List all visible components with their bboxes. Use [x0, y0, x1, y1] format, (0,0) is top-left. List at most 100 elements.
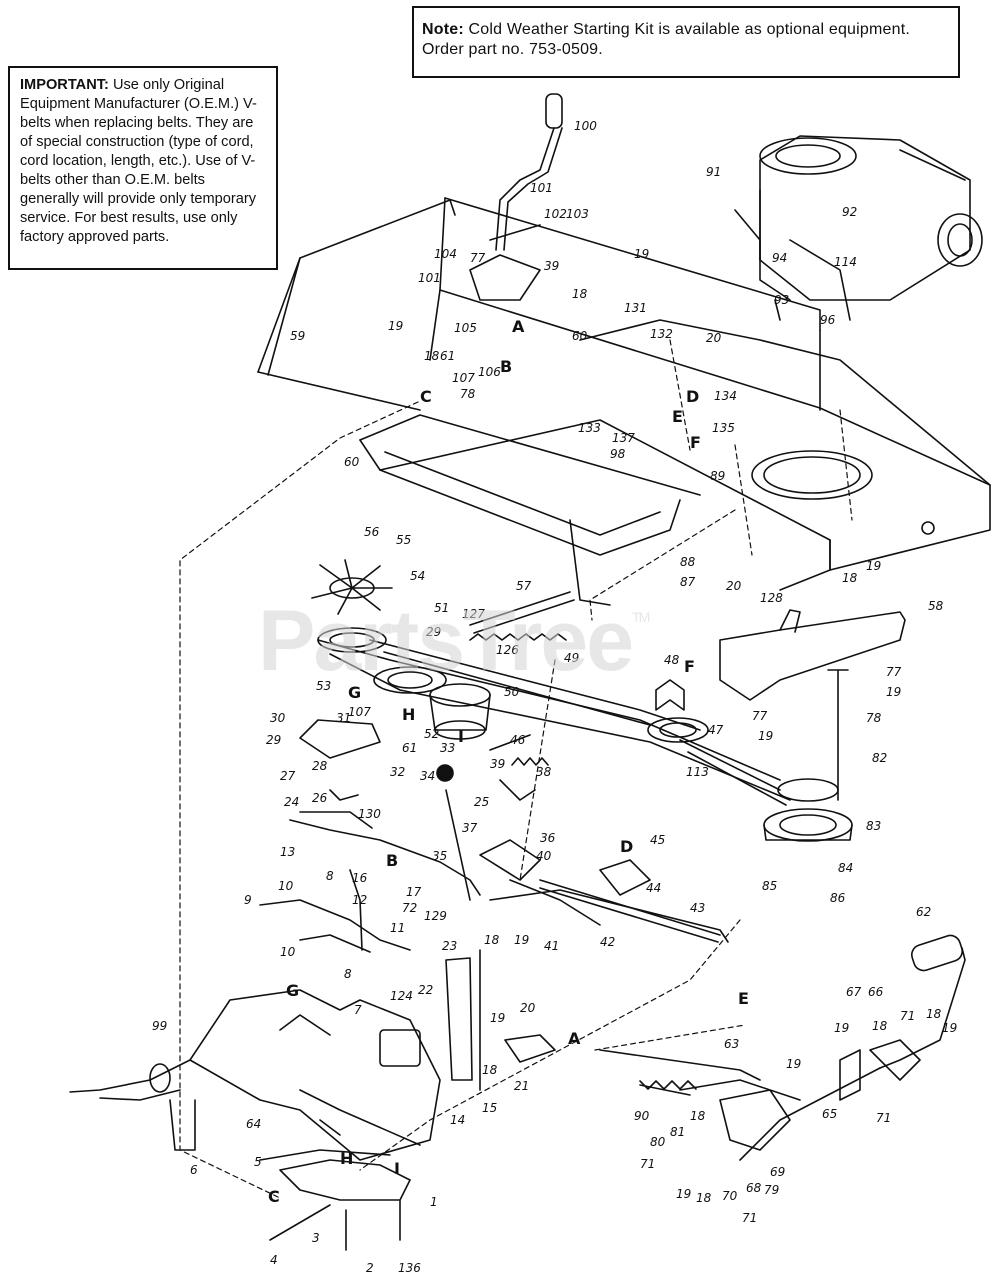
callout-88: 88 — [680, 555, 696, 569]
callout-42: 42 — [600, 935, 615, 949]
callout-10: 10 — [278, 879, 294, 893]
callout-77b: 77 — [886, 665, 902, 679]
callout-F: F — [690, 433, 701, 452]
callout-56: 56 — [364, 525, 380, 539]
callout-B: B — [500, 357, 512, 376]
note-heading: Note: — [422, 21, 464, 38]
callout-132: 132 — [650, 327, 673, 341]
callout-7: 7 — [354, 1003, 362, 1017]
callout-83: 83 — [866, 819, 881, 833]
callout-13: 13 — [280, 845, 295, 859]
callout-9: 9 — [244, 893, 252, 907]
callout-17: 17 — [406, 885, 422, 899]
callout-A2: A — [568, 1029, 581, 1048]
callout-87: 87 — [680, 575, 696, 589]
cooling-fan — [311, 559, 393, 615]
callout-40: 40 — [536, 849, 552, 863]
callout-24: 24 — [284, 795, 299, 809]
callout-133: 133 — [578, 421, 601, 435]
callout-46: 46 — [510, 733, 526, 747]
important-text: Use only Original Equipment Manufacturer… — [20, 77, 257, 245]
shift-lever — [469, 93, 563, 301]
callout-81: 81 — [670, 1125, 685, 1139]
callout-14: 14 — [450, 1113, 465, 1127]
transaxle — [69, 989, 441, 1161]
callout-19k: 19 — [676, 1187, 691, 1201]
callout-98: 98 — [610, 447, 626, 461]
callout-52: 52 — [424, 727, 439, 741]
callout-27: 27 — [280, 769, 296, 783]
callout-96: 96 — [820, 313, 836, 327]
callout-D: D — [686, 387, 699, 406]
callout-72: 72 — [402, 901, 417, 915]
callout-12: 12 — [352, 893, 367, 907]
callout-37: 37 — [462, 821, 478, 835]
callout-I2: I — [394, 1159, 400, 1178]
callout-23: 23 — [442, 939, 457, 953]
callout-69: 69 — [770, 1165, 785, 1179]
callout-78: 78 — [460, 387, 476, 401]
frame-assembly — [257, 197, 991, 606]
callout-H: H — [402, 705, 415, 724]
callout-104: 104 — [434, 247, 457, 261]
callout-41: 41 — [544, 939, 559, 953]
callout-F2: F — [684, 657, 695, 676]
callout-32: 32 — [390, 765, 405, 779]
callout-8: 8 — [326, 869, 334, 883]
note-text: Cold Weather Starting Kit is available a… — [422, 21, 911, 58]
callout-3: 3 — [312, 1231, 320, 1245]
callout-29b: 29 — [266, 733, 281, 747]
callout-71d: 71 — [742, 1211, 757, 1225]
callout-18b: 18 — [424, 349, 440, 363]
callout-19f: 19 — [886, 685, 901, 699]
callout-105: 105 — [454, 321, 477, 335]
callout-25: 25 — [474, 795, 489, 809]
callout-137: 137 — [612, 431, 635, 445]
callout-19b: 19 — [388, 319, 403, 333]
callout-130: 130 — [358, 807, 381, 821]
callout-31: 31 — [336, 711, 351, 725]
callout-71c: 71 — [640, 1157, 655, 1171]
callout-4: 4 — [270, 1253, 278, 1267]
callout-58: 58 — [928, 599, 944, 613]
callout-22: 22 — [418, 983, 433, 997]
callout-G: G — [348, 683, 361, 702]
belt-guide — [259, 1149, 411, 1251]
callout-20c: 20 — [726, 579, 742, 593]
callout-93: 93 — [774, 293, 789, 307]
callout-20b: 20 — [520, 1001, 536, 1015]
callout-89: 89 — [710, 469, 725, 483]
callout-39: 39 — [544, 259, 559, 273]
watermark-text: PartsTree — [258, 593, 634, 689]
callout-11: 11 — [390, 921, 405, 935]
callout-36: 36 — [540, 831, 556, 845]
callout-51: 51 — [434, 601, 449, 615]
callout-2: 2 — [366, 1261, 374, 1275]
callout-19g: 19 — [758, 729, 773, 743]
callout-B2: B — [386, 851, 398, 870]
callout-71: 71 — [900, 1009, 915, 1023]
callout-63: 63 — [724, 1037, 739, 1051]
callout-55: 55 — [396, 533, 411, 547]
callout-136: 136 — [398, 1261, 421, 1275]
callout-1: 1 — [430, 1195, 438, 1209]
callout-107: 107 — [452, 371, 475, 385]
callout-48: 48 — [664, 653, 680, 667]
callout-I: I — [458, 727, 464, 746]
callout-18f: 18 — [926, 1007, 942, 1021]
callout-129: 129 — [424, 909, 447, 923]
callout-47: 47 — [708, 723, 724, 737]
callout-91: 91 — [706, 165, 721, 179]
callout-101b: 101 — [418, 271, 441, 285]
callout-92: 92 — [842, 205, 857, 219]
callout-128: 128 — [760, 591, 783, 605]
callout-38: 38 — [536, 765, 552, 779]
callout-90: 90 — [634, 1109, 650, 1123]
callout-C: C — [420, 387, 432, 406]
callout-77: 77 — [470, 251, 486, 265]
callout-59: 59 — [290, 329, 305, 343]
callout-99: 99 — [152, 1019, 167, 1033]
callout-18c: 18 — [484, 933, 500, 947]
